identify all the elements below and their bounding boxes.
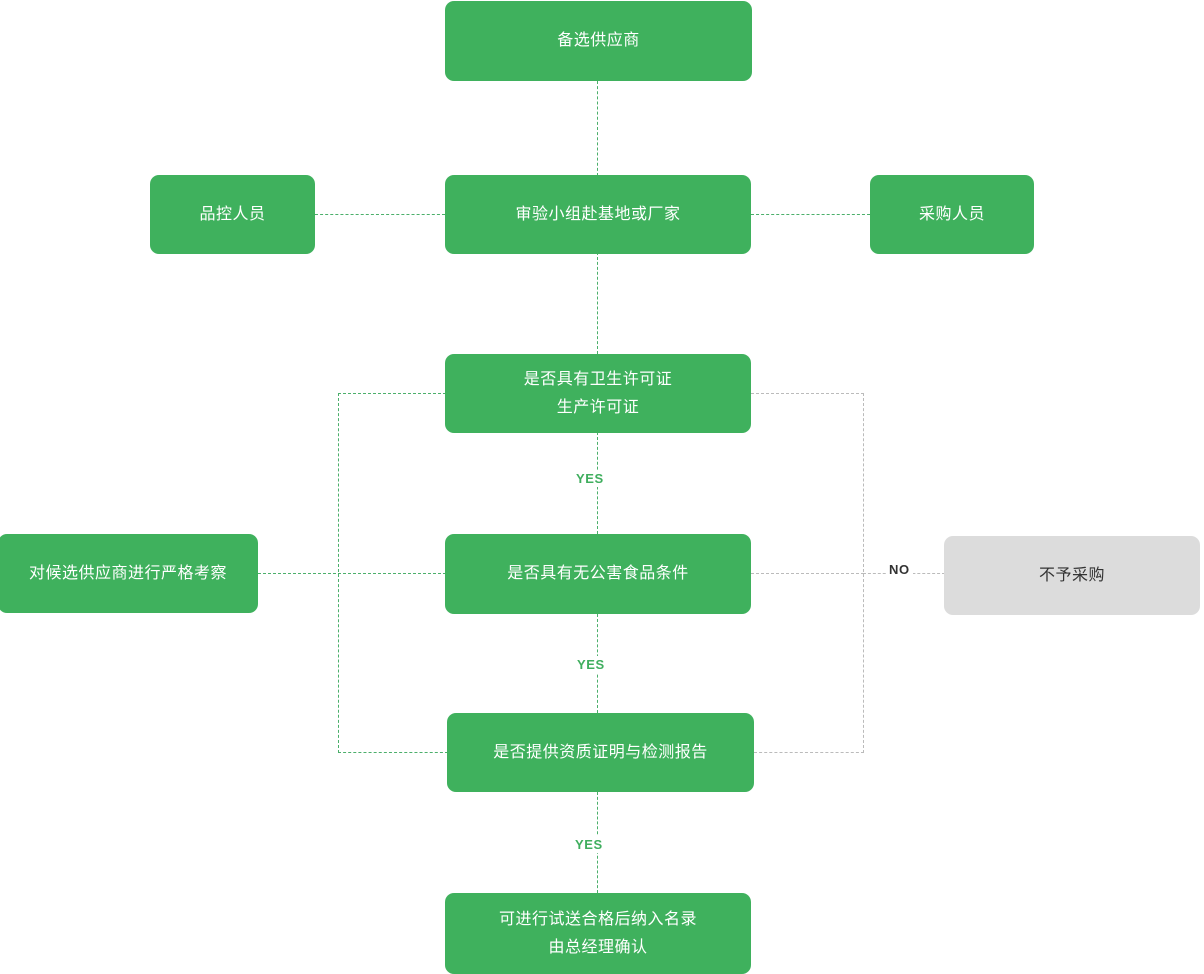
- connector-right-bracket-branch-3: [754, 752, 864, 753]
- node-decision-hygiene-license-label: 是否具有卫生许可证 生产许可证: [523, 370, 673, 416]
- node-final-approval-label: 可进行试送合格后纳入名录 由总经理确认: [498, 910, 697, 956]
- node-decision-qualification-report[interactable]: 是否提供资质证明与检测报告: [447, 713, 754, 792]
- node-candidate-supplier-label: 备选供应商: [557, 32, 640, 49]
- connector-audit-to-decision-hygiene: [597, 252, 598, 354]
- node-purchasing-staff[interactable]: 采购人员: [870, 175, 1034, 254]
- node-candidate-supplier[interactable]: 备选供应商: [445, 1, 752, 81]
- node-qc-staff-label: 品控人员: [199, 205, 266, 223]
- node-no-purchase-label: 不予采购: [1038, 566, 1105, 584]
- connector-left-bracket-branch-2: [258, 573, 446, 574]
- node-decision-qualification-report-label: 是否提供资质证明与检测报告: [493, 743, 708, 761]
- connector-left-bracket-branch-1: [338, 393, 446, 394]
- node-decision-pollution-free-label: 是否具有无公害食品条件: [507, 565, 689, 582]
- connector-candidate-to-audit: [597, 81, 598, 176]
- edge-label-no: NO: [886, 561, 913, 578]
- connector-right-bracket-branch-1: [751, 393, 864, 394]
- node-strict-inspection-label: 对候选供应商进行严格考察: [28, 564, 227, 582]
- connector-right-bracket-branch-2: [751, 573, 864, 574]
- edge-label-yes-2: YES: [574, 656, 608, 673]
- edge-label-yes-1: YES: [573, 470, 607, 487]
- node-final-approval[interactable]: 可进行试送合格后纳入名录 由总经理确认: [445, 893, 751, 974]
- connector-audit-to-purchasing: [751, 214, 870, 215]
- node-audit-team-visit-label: 审验小组赴基地或厂家: [515, 205, 681, 223]
- node-strict-inspection[interactable]: 对候选供应商进行严格考察: [0, 534, 258, 613]
- node-no-purchase[interactable]: 不予采购: [944, 536, 1200, 615]
- connector-qc-to-audit: [315, 214, 445, 215]
- node-decision-hygiene-license[interactable]: 是否具有卫生许可证 生产许可证: [445, 354, 751, 433]
- edge-label-yes-3: YES: [572, 836, 606, 853]
- node-purchasing-staff-label: 采购人员: [918, 205, 985, 223]
- node-audit-team-visit[interactable]: 审验小组赴基地或厂家: [445, 175, 751, 254]
- connector-left-bracket-branch-3: [338, 752, 448, 753]
- node-qc-staff[interactable]: 品控人员: [150, 175, 315, 254]
- node-decision-pollution-free[interactable]: 是否具有无公害食品条件: [445, 534, 751, 614]
